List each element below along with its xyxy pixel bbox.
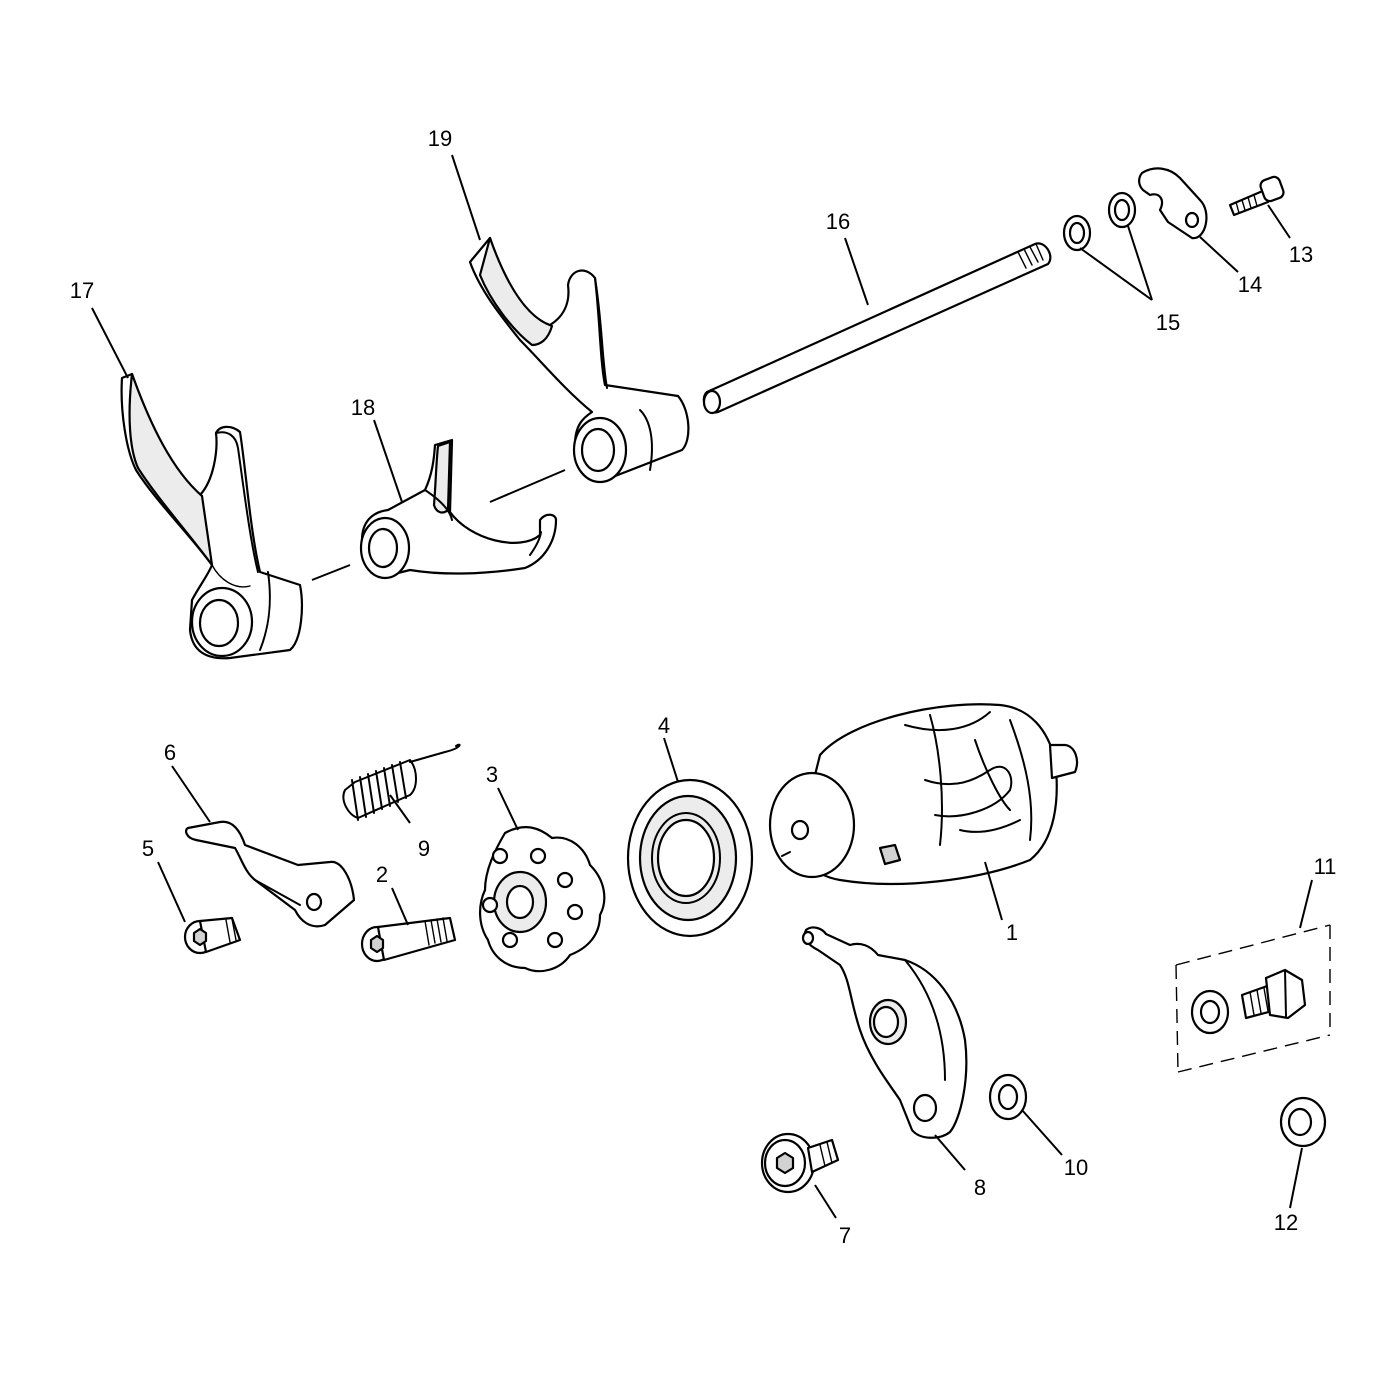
label-3: 3 [486,762,498,787]
label-6: 6 [164,740,176,765]
leader-lines [91,154,1313,1219]
label-12: 12 [1274,1210,1298,1235]
label-15: 15 [1156,310,1180,335]
part-7-bolt[interactable] [760,1132,840,1194]
part-1-shift-drum[interactable] [768,703,1079,886]
label-2: 2 [376,862,388,887]
label-18: 18 [351,395,375,420]
label-11: 11 [1314,854,1337,879]
part-13-screw[interactable] [1228,175,1285,217]
label-8: 8 [974,1175,986,1200]
part-17-shift-fork[interactable] [120,372,303,660]
part-10-washer[interactable] [988,1073,1028,1121]
part-number-labels: 17 18 19 16 15 14 13 6 5 2 3 4 9 1 8 10 … [70,126,1337,1248]
part-3-star-cam[interactable] [479,826,606,973]
label-7: 7 [839,1223,851,1248]
part-15-washers[interactable] [1062,191,1137,252]
label-16: 16 [826,209,850,234]
label-1: 1 [1006,920,1018,945]
label-10: 10 [1064,1155,1088,1180]
part-12-washer[interactable] [1279,1096,1327,1148]
label-4: 4 [658,713,670,738]
part-6-detent-arm[interactable] [185,820,356,928]
part-2-screw[interactable] [360,916,457,963]
part-5-screw[interactable] [183,916,242,955]
label-9: 9 [418,836,430,861]
label-5: 5 [142,836,154,861]
part-9-spring[interactable] [342,743,461,821]
label-17: 17 [70,278,94,303]
part-18-shift-fork[interactable] [359,438,558,580]
part-11-kit[interactable] [1175,924,1331,1073]
part-19-shift-fork[interactable] [468,236,690,484]
part-8-shift-lever[interactable] [801,926,968,1139]
label-13: 13 [1289,242,1313,267]
part-16-fork-shaft[interactable] [702,242,1052,415]
part-4-bearing[interactable] [626,778,754,938]
part-14-stopper-plate[interactable] [1138,167,1208,240]
label-19: 19 [428,126,452,151]
assembly-axis-lines [311,469,566,581]
label-14: 14 [1238,272,1262,297]
